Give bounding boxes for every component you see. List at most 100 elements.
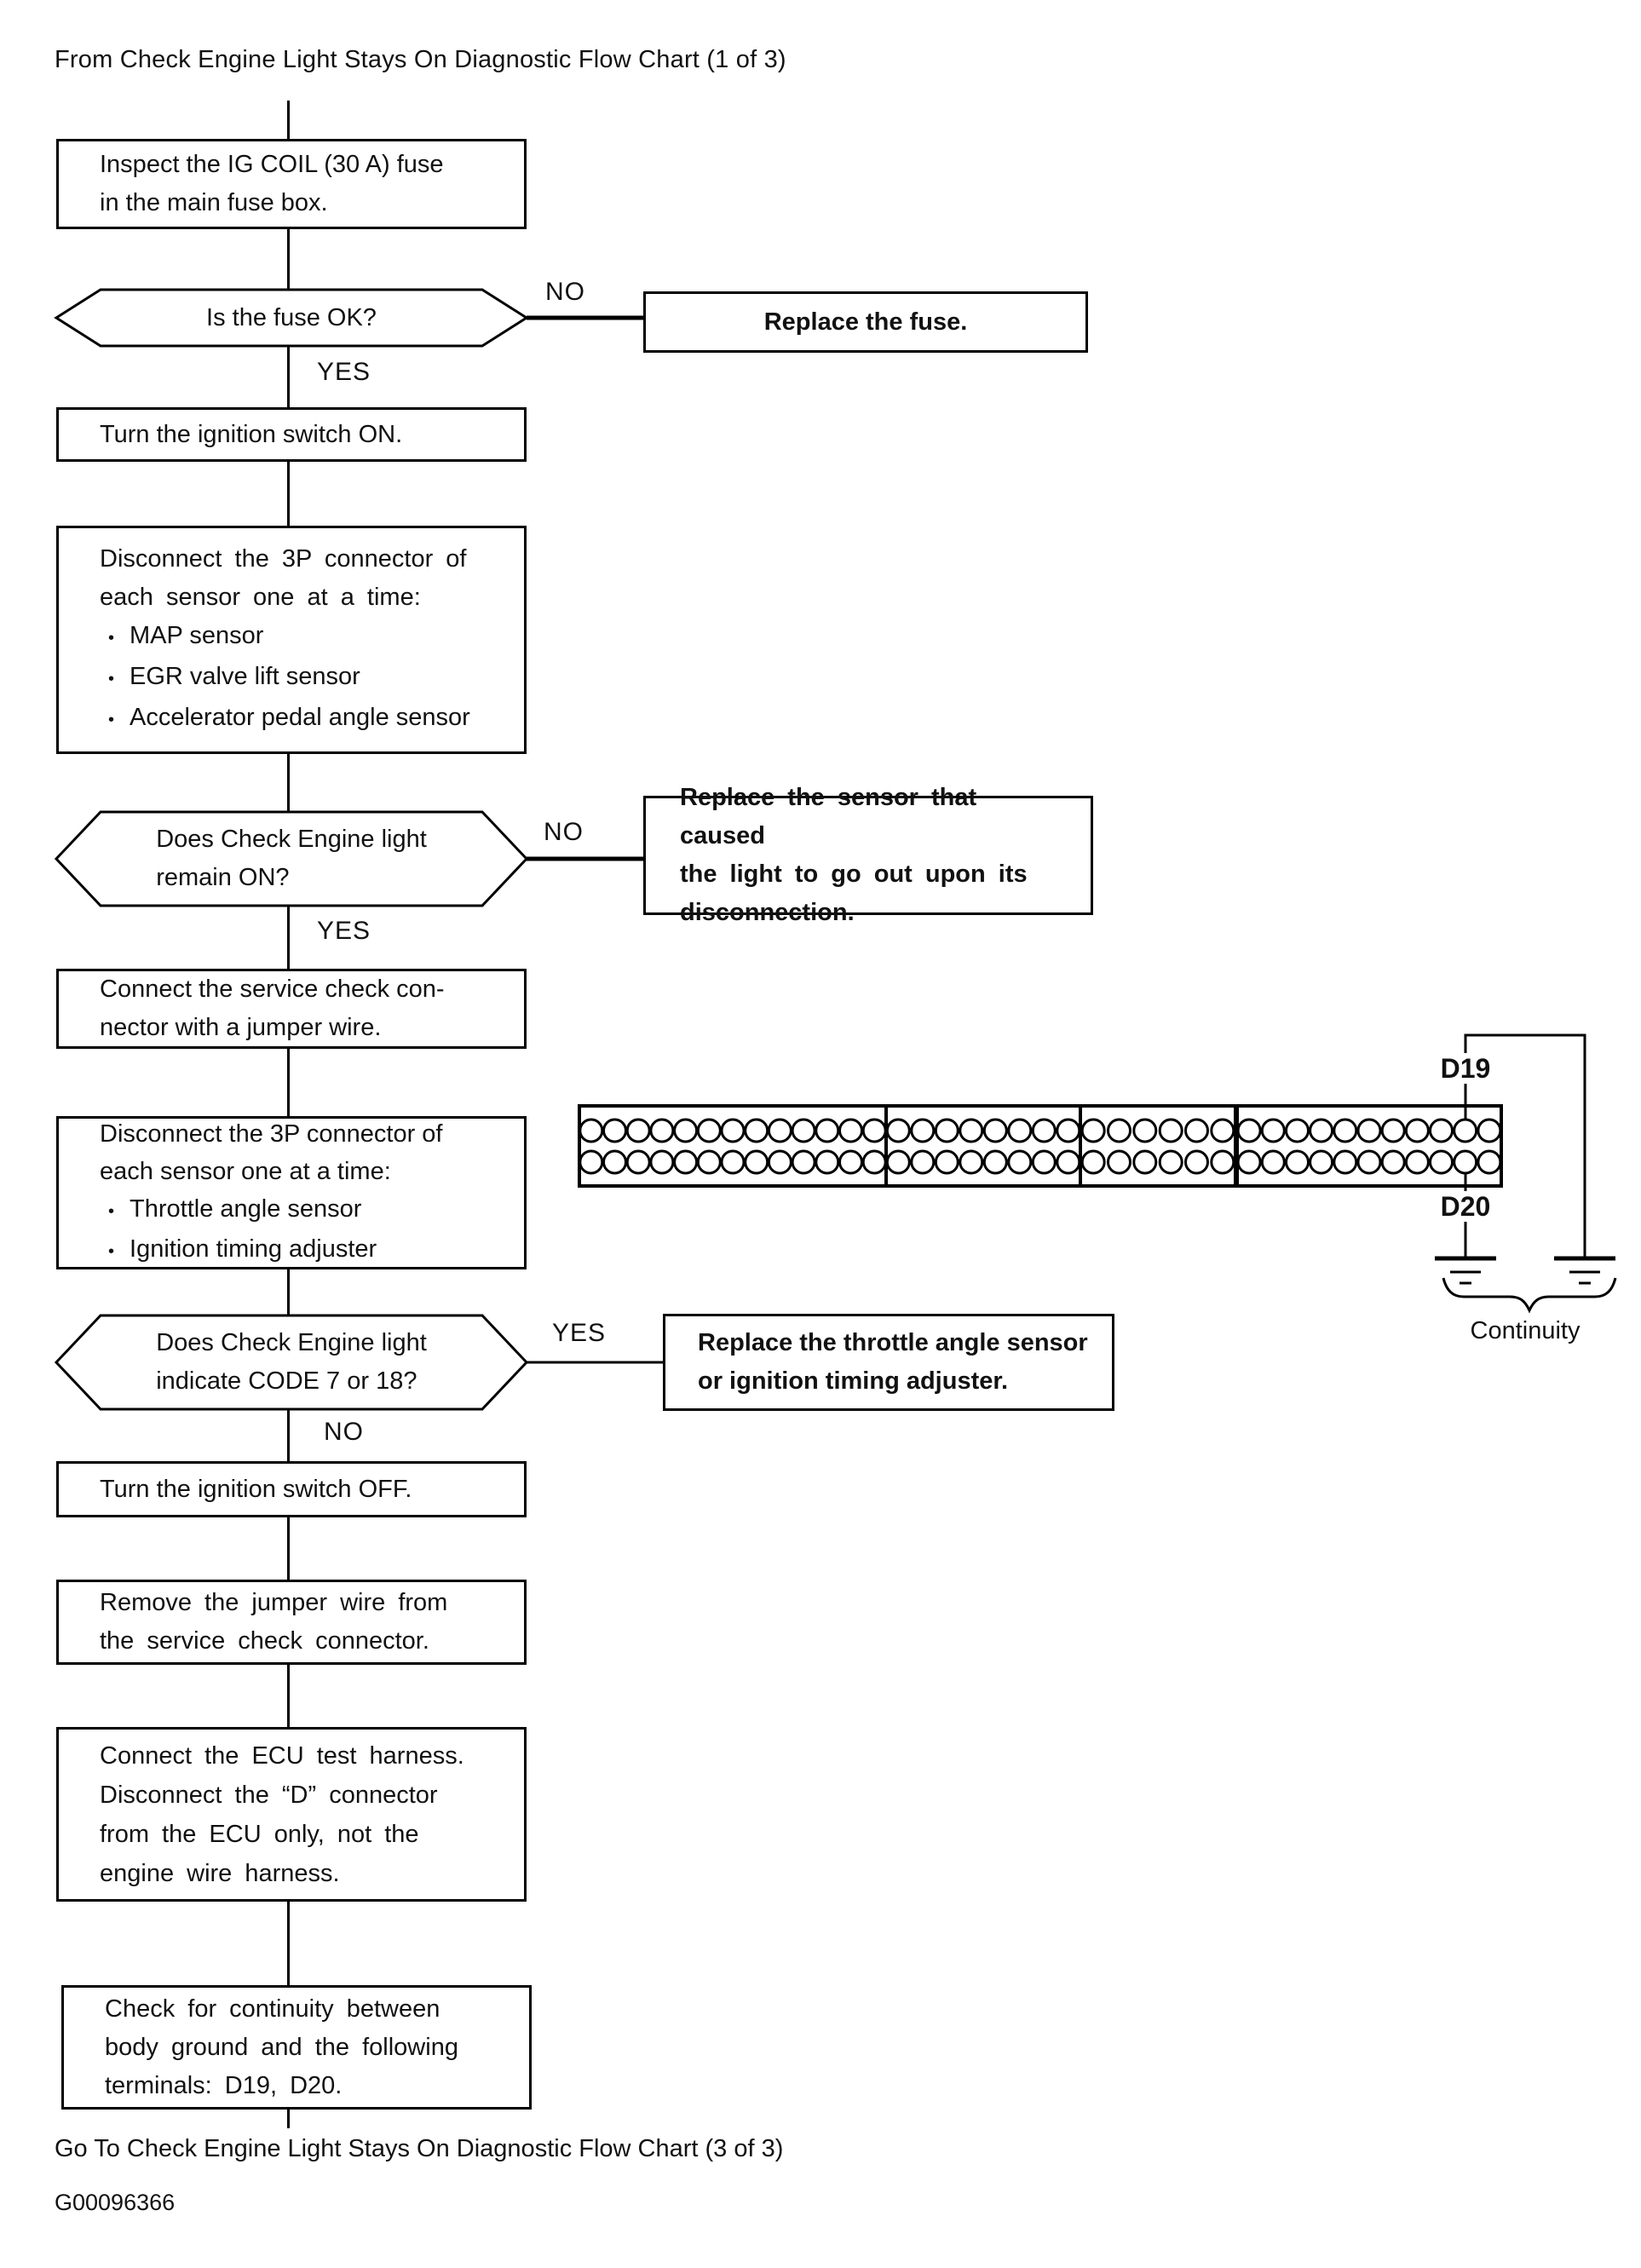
ecu-pin bbox=[1158, 1149, 1183, 1175]
ecu-pin bbox=[791, 1149, 816, 1175]
ecu-pin bbox=[1356, 1149, 1382, 1175]
ecu-pin bbox=[1031, 1149, 1057, 1175]
bullet-dot-icon: • bbox=[108, 711, 115, 729]
ecu-pin bbox=[1380, 1149, 1406, 1175]
ecu-pin bbox=[885, 1149, 911, 1175]
step-ignition-off-box: Turn the ignition switch OFF. bbox=[56, 1461, 527, 1517]
ecu-pin bbox=[649, 1118, 675, 1143]
decision-light-remains-on: Does Check Engine light remain ON? bbox=[101, 812, 482, 906]
ecu-pin bbox=[1309, 1149, 1334, 1175]
ecu-pin bbox=[982, 1149, 1008, 1175]
step-connect-test-harness-text: Connect the ECU test harness. Disconnect… bbox=[100, 1741, 464, 1887]
pin-label-d20: D20 bbox=[1425, 1191, 1506, 1222]
step-inspect-fuse-text: Inspect the IG COIL (30 A) fuse in the m… bbox=[100, 151, 444, 216]
ecu-pin bbox=[579, 1149, 604, 1175]
ecu-pin bbox=[1236, 1149, 1262, 1175]
ecu-pin bbox=[1080, 1149, 1106, 1175]
ground-symbol-left bbox=[1435, 1256, 1496, 1285]
result-replace-throttle-text: Replace the throttle angle sensor or ign… bbox=[698, 1329, 1088, 1395]
ecu-pin bbox=[1285, 1149, 1310, 1175]
ecu-pin bbox=[815, 1149, 840, 1175]
step-remove-jumper-text: Remove the jumper wire from the service … bbox=[100, 1589, 448, 1655]
bullet-item: • Accelerator pedal angle sensor bbox=[100, 699, 505, 740]
ecu-pin bbox=[791, 1118, 816, 1143]
ecu-pin bbox=[1404, 1118, 1430, 1143]
ecu-pin bbox=[696, 1149, 722, 1175]
decision-hexagon-code-7-or-18 bbox=[54, 1314, 529, 1411]
page-title: From Check Engine Light Stays On Diagnos… bbox=[55, 46, 786, 73]
ecu-pin bbox=[1158, 1118, 1183, 1143]
ecu-pin bbox=[815, 1118, 840, 1143]
flow-lines bbox=[287, 101, 663, 2128]
step-disconnect-sensors-1-intro: Disconnect the 3P connector of each sens… bbox=[100, 545, 467, 611]
ecu-pin bbox=[1007, 1118, 1033, 1143]
ecu-pin bbox=[1184, 1149, 1209, 1175]
ecu-pin bbox=[1453, 1118, 1478, 1143]
ecu-pin bbox=[838, 1118, 863, 1143]
result-replace-sensor-box: Replace the sensor that caused the light… bbox=[643, 784, 1093, 926]
ecu-pin bbox=[1132, 1118, 1158, 1143]
ecu-connector-body bbox=[578, 1104, 1503, 1188]
decision-fuse-ok-text: Is the fuse OK? bbox=[206, 303, 377, 331]
ecu-pin bbox=[767, 1118, 792, 1143]
bullet-label: Accelerator pedal angle sensor bbox=[130, 704, 470, 731]
step-ignition-on-text: Turn the ignition switch ON. bbox=[100, 420, 403, 448]
continuity-brace bbox=[1442, 1277, 1617, 1314]
bullet-dot-icon: • bbox=[108, 1202, 115, 1221]
ecu-pin bbox=[1309, 1118, 1334, 1143]
ecu-pin bbox=[1007, 1149, 1033, 1175]
branch-label-no-3: NO bbox=[324, 1418, 364, 1446]
branch-label-no-1: NO bbox=[545, 278, 585, 306]
ecu-pin bbox=[982, 1118, 1008, 1143]
ecu-pin bbox=[673, 1118, 699, 1143]
step-ignition-off-text: Turn the ignition switch OFF. bbox=[100, 1475, 412, 1503]
ecu-pin bbox=[579, 1118, 604, 1143]
result-replace-fuse-text: Replace the fuse. bbox=[763, 308, 968, 336]
step-connect-test-harness-box: Connect the ECU test harness. Disconnect… bbox=[56, 1727, 527, 1902]
step-disconnect-sensors-2-intro: Disconnect the 3P connector of each sens… bbox=[100, 1120, 443, 1185]
ecu-pin bbox=[959, 1118, 984, 1143]
result-replace-fuse-box: Replace the fuse. bbox=[643, 291, 1088, 353]
ecu-pin bbox=[720, 1118, 746, 1143]
ecu-pin bbox=[934, 1118, 959, 1143]
ecu-pin bbox=[934, 1149, 959, 1175]
ecu-pin bbox=[673, 1149, 699, 1175]
result-replace-sensor-text: Replace the sensor that caused the light… bbox=[680, 784, 1028, 926]
decision-shapes bbox=[54, 288, 529, 1411]
step-disconnect-sensors-2-box: Disconnect the 3P connector of each sens… bbox=[56, 1116, 527, 1269]
decision-light-remains-on-text: Does Check Engine light remain ON? bbox=[156, 826, 427, 891]
d19-ground-wire bbox=[1464, 1033, 1586, 1258]
ecu-pin bbox=[744, 1149, 769, 1175]
ecu-pin bbox=[910, 1149, 936, 1175]
footer-goto-text: Go To Check Engine Light Stays On Diagno… bbox=[55, 2135, 784, 2162]
ecu-pin bbox=[1107, 1149, 1131, 1175]
ecu-pin bbox=[1453, 1149, 1478, 1175]
step-connect-jumper-text: Connect the service check con- nector wi… bbox=[100, 976, 445, 1041]
ecu-pin bbox=[1031, 1118, 1057, 1143]
bullet-list: •Throttle angle sensor•Ignition timing a… bbox=[100, 1190, 505, 1270]
ecu-pin bbox=[861, 1149, 887, 1175]
ecu-pin bbox=[1107, 1118, 1131, 1143]
ecu-pin bbox=[1260, 1118, 1286, 1143]
ecu-pin bbox=[1080, 1118, 1106, 1143]
bullet-label: EGR valve lift sensor bbox=[130, 663, 360, 690]
ecu-pin bbox=[838, 1149, 863, 1175]
ecu-pin bbox=[1404, 1149, 1430, 1175]
step-inspect-fuse-box: Inspect the IG COIL (30 A) fuse in the m… bbox=[56, 139, 527, 229]
ecu-pin bbox=[1056, 1149, 1081, 1175]
ecu-pin bbox=[1477, 1118, 1502, 1143]
ecu-pin bbox=[767, 1149, 792, 1175]
branch-label-yes-1: YES bbox=[317, 358, 371, 386]
figure-code: G00096366 bbox=[55, 2190, 176, 2215]
bullet-item: •EGR valve lift sensor bbox=[100, 658, 505, 699]
ecu-pin bbox=[910, 1118, 936, 1143]
ecu-pin bbox=[1333, 1118, 1358, 1143]
ecu-pin bbox=[602, 1149, 627, 1175]
ecu-pin bbox=[1184, 1118, 1209, 1143]
ecu-pin bbox=[649, 1149, 675, 1175]
bullet-dot-icon: • bbox=[108, 629, 115, 648]
bullet-item: •MAP sensor bbox=[100, 617, 505, 658]
result-replace-throttle-box: Replace the throttle angle sensor or ign… bbox=[663, 1314, 1114, 1411]
ecu-pin bbox=[1333, 1149, 1358, 1175]
